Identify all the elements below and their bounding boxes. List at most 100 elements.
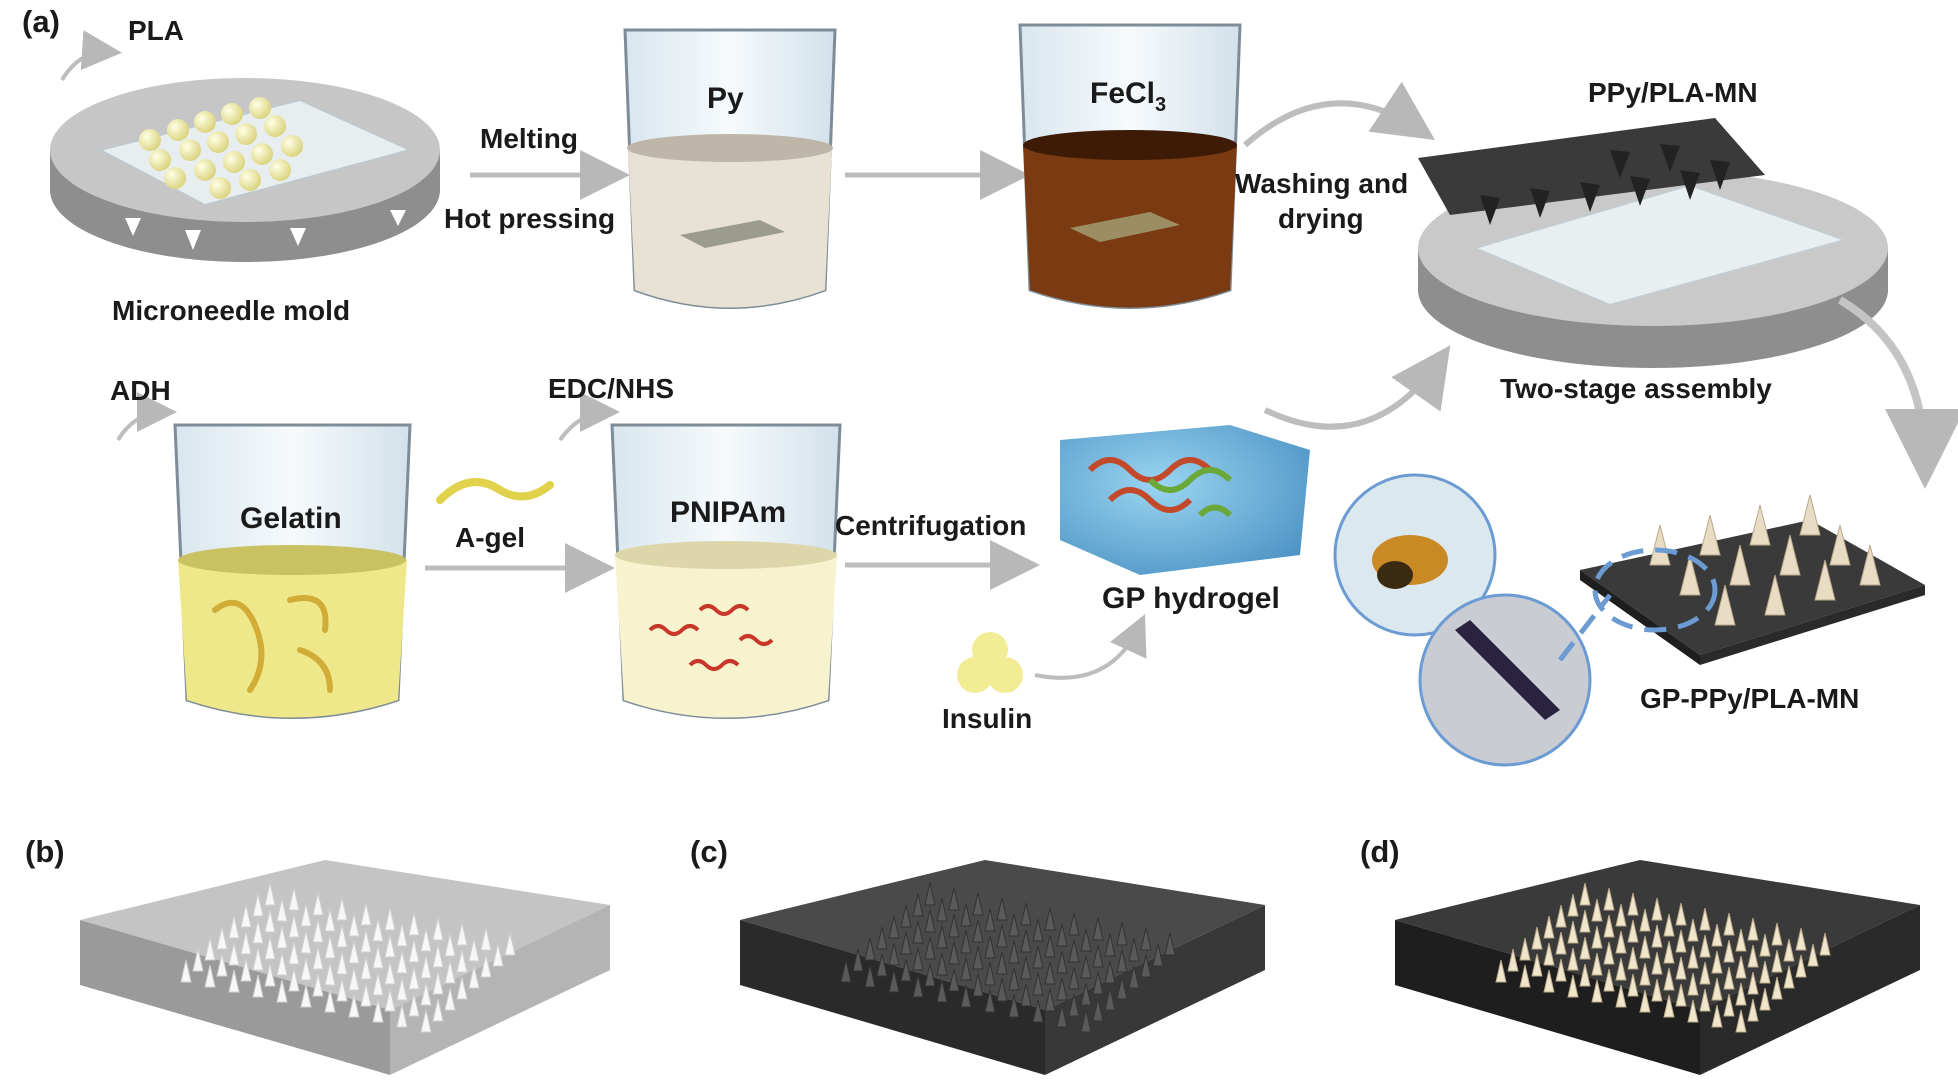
microneedle — [912, 974, 924, 998]
microneedle — [420, 1009, 432, 1033]
microneedle — [396, 1004, 408, 1028]
microneedle — [300, 903, 312, 927]
microneedle — [360, 929, 372, 953]
microneedle — [960, 957, 972, 981]
microneedle — [1020, 956, 1032, 980]
microneedle — [1723, 966, 1735, 990]
microneedle — [264, 963, 276, 987]
microneedle — [1675, 956, 1687, 980]
microneedle — [468, 965, 480, 989]
microneedle — [1771, 976, 1783, 1000]
microneedle — [408, 966, 420, 990]
microneedle — [1651, 951, 1663, 975]
microneedle — [420, 982, 432, 1006]
microneedle — [1603, 941, 1615, 965]
microneedle — [1032, 972, 1044, 996]
microneedle — [1795, 954, 1807, 978]
microneedle — [1783, 965, 1795, 989]
microneedle — [1032, 918, 1044, 942]
panel-d-array — [1395, 860, 1920, 1075]
microneedle — [864, 937, 876, 961]
microneedle — [300, 984, 312, 1008]
microneedle — [948, 941, 960, 965]
microneedle — [384, 961, 396, 985]
microneedle — [360, 983, 372, 1007]
microneedle — [1591, 952, 1603, 976]
microneedle — [1639, 962, 1651, 986]
microneedle — [444, 933, 456, 957]
microneedle — [1056, 1004, 1068, 1028]
microneedle — [1140, 927, 1152, 951]
microneedle — [1807, 943, 1819, 967]
microneedle — [960, 984, 972, 1008]
microneedle — [912, 947, 924, 971]
microneedle — [396, 923, 408, 947]
microneedle — [1068, 993, 1080, 1017]
microneedle — [1675, 902, 1687, 926]
microneedle — [996, 924, 1008, 948]
microneedle — [1140, 954, 1152, 978]
microneedle — [1699, 934, 1711, 958]
microneedle — [1735, 1009, 1747, 1033]
microneedle — [1603, 914, 1615, 938]
microneedle — [1020, 902, 1032, 926]
microneedle — [876, 926, 888, 950]
label-pnipam: PNIPAm — [670, 496, 786, 529]
two-stage-assembly — [1418, 118, 1888, 368]
microneedle — [1008, 913, 1020, 937]
arrow-hydrogel-to-assembly — [1263, 345, 1451, 430]
microneedle — [984, 962, 996, 986]
microneedle — [912, 893, 924, 917]
microneedle — [396, 977, 408, 1001]
microneedle — [984, 908, 996, 932]
microneedle-mold — [50, 30, 440, 262]
microneedle — [1044, 907, 1056, 931]
microneedle — [900, 958, 912, 982]
microneedle — [408, 939, 420, 963]
microneedle — [1128, 965, 1140, 989]
label-ppy-pla-mn: PPy/PLA-MN — [1588, 77, 1758, 108]
arrow-insulin-to-hydrogel — [1034, 614, 1147, 680]
microneedle — [1771, 949, 1783, 973]
microneedle — [480, 954, 492, 978]
microneedle — [348, 940, 360, 964]
microneedle — [1663, 940, 1675, 964]
microneedle — [1651, 978, 1663, 1002]
label-pla: PLA — [128, 15, 184, 46]
microneedle — [192, 948, 204, 972]
microneedle — [1555, 958, 1567, 982]
microneedle — [1795, 927, 1807, 951]
microneedle — [1651, 924, 1663, 948]
microneedle — [1591, 898, 1603, 922]
microneedle — [1687, 918, 1699, 942]
microneedle — [1495, 959, 1507, 983]
microneedle — [1116, 949, 1128, 973]
microneedle — [972, 892, 984, 916]
microneedle — [456, 949, 468, 973]
microneedle — [1044, 934, 1056, 958]
microneedle — [408, 993, 420, 1017]
microneedle — [1543, 942, 1555, 966]
microneedle — [432, 998, 444, 1022]
microneedle — [948, 968, 960, 992]
microneedle — [372, 945, 384, 969]
microneedle — [240, 931, 252, 955]
label-melting: Melting — [480, 123, 578, 154]
microneedle — [1759, 933, 1771, 957]
microneedle — [1008, 967, 1020, 991]
label-a-gel: A-gel — [455, 522, 525, 553]
microneedle — [1723, 993, 1735, 1017]
microneedle — [1639, 989, 1651, 1013]
microneedle — [1104, 960, 1116, 984]
label-two-stage-assembly: Two-stage assembly — [1500, 373, 1772, 404]
label-py: Py — [707, 82, 744, 115]
microneedle — [1747, 944, 1759, 968]
a-gel-strand — [436, 478, 554, 504]
microneedle — [1747, 998, 1759, 1022]
microneedle — [1711, 923, 1723, 947]
microneedle — [1567, 974, 1579, 998]
microneedle — [888, 942, 900, 966]
microneedle — [1555, 904, 1567, 928]
microneedle — [1759, 960, 1771, 984]
microneedle — [1104, 987, 1116, 1011]
